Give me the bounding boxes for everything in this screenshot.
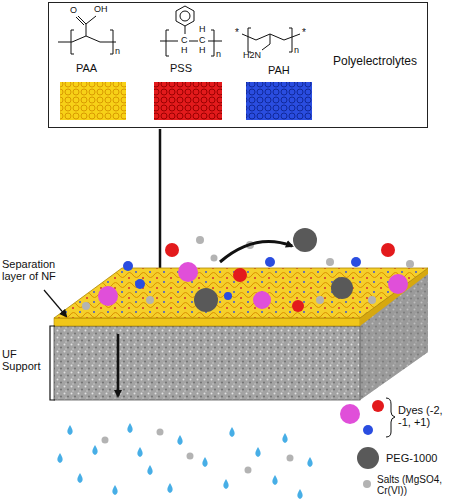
permeate-arrow [117,334,120,396]
atom-label: C [181,36,188,46]
uf-support [54,326,360,400]
end-mark: * [302,27,306,38]
atom-label: H [199,46,206,56]
polymer-name: PSS [170,62,192,74]
atom-label: H [199,25,206,35]
repeat-index: n [115,47,120,57]
legend-text: Dyes (-2, -1, +1) [398,404,452,428]
polymer-name: PAH [268,64,290,76]
permeate-droplets [57,423,312,499]
leader-line [44,290,66,316]
atom-label: O [70,6,77,16]
legend-text: PEG-1000 [386,452,452,464]
support-bracket [50,326,55,400]
dye-sample [340,404,360,424]
dye-sample [363,425,373,435]
legend-swatch [363,480,371,488]
paa-structure [58,16,116,54]
repeat-index: n [294,46,299,56]
atom-label: OH [94,5,108,15]
layer-label: Separation layer of NF [2,258,76,282]
paa-swatch [60,82,126,120]
atom-label: H [181,46,188,56]
separation-layer-edge [54,318,360,326]
polymer-name: PAA [76,62,97,74]
polymer-box: Polyelectrolytes [48,2,428,128]
pah-swatch [246,82,312,120]
legend-text: Salts (MgSO4, Cr(VI)) [377,474,452,496]
separation-layer [54,268,428,318]
box-title: Polyelectrolytes [333,55,417,68]
end-mark: * [235,27,239,38]
atom-label: H2N [243,51,261,61]
repeat-index: n [216,50,221,60]
atom-label: C [199,36,206,46]
dye-sample [372,400,384,412]
pss-structure [160,6,222,56]
legend-brace [386,398,395,437]
layer-label: UF Support [2,348,46,372]
pah-structure [242,28,300,52]
rejection-arrow [220,242,292,262]
pss-swatch [154,82,222,120]
legend-swatch [357,447,379,469]
particles [82,228,414,312]
